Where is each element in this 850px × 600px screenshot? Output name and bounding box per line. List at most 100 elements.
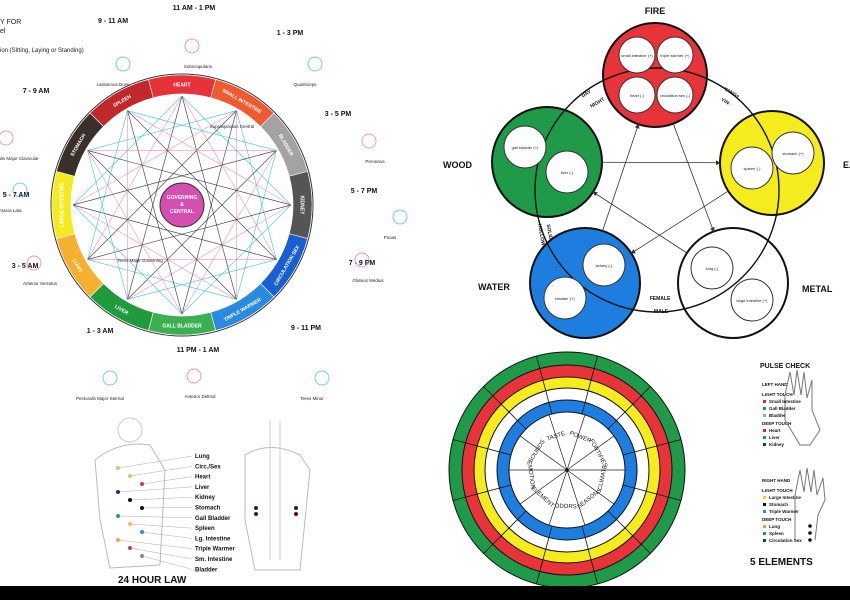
leader-line	[117, 455, 193, 469]
pulse-organ-label: Liver	[769, 435, 780, 440]
center-label: &	[180, 202, 184, 208]
ring-divider	[622, 484, 682, 501]
element-label: EARTH	[843, 160, 850, 170]
body-point-dot	[116, 490, 120, 494]
meridian-line	[87, 95, 183, 260]
meridian-line	[181, 95, 277, 260]
meridian-line	[127, 204, 292, 300]
body-point-label: Sm. Intestine	[195, 557, 233, 563]
meridian-line	[87, 150, 237, 300]
inner-muscle-label: Teres Major Governing	[117, 258, 163, 263]
pulse-organ-label: Lung	[769, 524, 780, 529]
category-label: EMOTION	[525, 461, 535, 490]
meridian-line	[181, 95, 237, 300]
body-point-label: Heart	[195, 475, 210, 481]
muscle-test-figure	[361, 133, 377, 149]
organ-label: stomach (+)	[782, 151, 804, 156]
left-hand-label: LEFT HAND	[762, 382, 788, 387]
generation-cycle-arc	[534, 67, 780, 313]
pulse-organ-label: Heart	[769, 428, 781, 433]
bottom-black-bar	[0, 586, 850, 600]
ring-divider	[581, 355, 598, 415]
pulse-color-key	[763, 436, 766, 439]
pulse-organ-label: Circulation Sex	[769, 538, 802, 543]
time-label: 1 - 3 AM	[87, 328, 114, 335]
body-point-dot	[140, 554, 144, 558]
organ-circle	[618, 36, 656, 74]
pulse-organ-label: Kidney	[769, 442, 785, 447]
arc-label: MALE	[654, 309, 669, 315]
organ-circle	[503, 125, 547, 169]
pulse-color-key	[763, 443, 766, 446]
sector-divider	[548, 414, 568, 471]
ring-divider	[536, 525, 553, 585]
left-hand-drawing	[784, 369, 821, 446]
meridian-line	[87, 110, 237, 260]
body-point-label: Circ./Sex	[195, 464, 221, 470]
organ-label: large intestine (+)	[736, 298, 768, 303]
pulse-organ-label: Triple Warmer	[769, 509, 799, 514]
meridian-line	[87, 150, 292, 206]
body-point-dot	[140, 482, 144, 486]
leader-line	[117, 539, 193, 549]
back-point-dot	[254, 506, 258, 510]
leader-line	[141, 507, 193, 509]
ring-divider	[452, 484, 512, 501]
pulse-organ-label: Large Intestine	[769, 495, 802, 500]
category-label: CLIMATE	[598, 465, 609, 491]
muscle-test-figure	[354, 252, 370, 268]
pulse-color-key	[763, 532, 766, 535]
muscle-test-figure	[0, 130, 14, 146]
time-label: 3 - 5 PM	[325, 111, 352, 118]
pulse-color-key	[763, 525, 766, 528]
deep-touch-label: DEEP TOUCH	[762, 421, 791, 426]
intro-line: Y FOR	[0, 19, 21, 26]
meridian-line	[87, 204, 292, 260]
organ-segment-label: GALL BLADDER	[162, 324, 202, 330]
time-label: 9 - 11 AM	[98, 18, 128, 25]
muscle-label: Psoas	[384, 235, 397, 240]
leader-line	[141, 531, 193, 539]
organ-label: bladder (+)	[555, 296, 575, 301]
body-point-label: Lg. Intestine	[195, 536, 231, 542]
ring-divider	[483, 386, 527, 430]
ring-divider	[581, 525, 598, 585]
element-circle	[602, 22, 708, 128]
meridian-line	[72, 204, 237, 300]
pulse-color-key	[763, 407, 766, 410]
body-point-label: Stomach	[195, 506, 221, 512]
body-point-label: Lung	[195, 454, 210, 460]
meridian-line	[72, 110, 237, 206]
pulse-color-key	[763, 496, 766, 499]
body-point-dot	[128, 546, 132, 550]
muscle-test-figure	[12, 182, 28, 198]
body-point-dot	[116, 538, 120, 542]
element-label: FIRE	[645, 6, 666, 16]
pulse-dot	[808, 524, 812, 528]
arc-label: SOLID	[545, 224, 554, 240]
organ-label: small intestine (+)	[621, 53, 653, 58]
ring-divider	[607, 386, 651, 430]
ring-divider	[622, 439, 682, 456]
five-elements-footer-title: 5 ELEMENTS	[750, 557, 813, 568]
governing-central-circle	[159, 182, 205, 228]
muscle-test-figure	[314, 370, 330, 386]
leader-line	[129, 523, 193, 529]
muscle-label: Subscapularis	[184, 64, 213, 69]
arc-label: DAY	[581, 89, 593, 100]
inner-muscle-label: Supraspinatus Central	[210, 124, 255, 129]
meridian-line	[72, 204, 277, 260]
organ-label: kidney (-)	[596, 263, 613, 268]
pulse-organ-label: Gall Bladder	[769, 406, 796, 411]
meridian-line	[181, 150, 277, 315]
muscle-label: Pectoralis Major Sternal	[76, 396, 124, 401]
organ-circle	[618, 76, 656, 114]
back-point-dot	[294, 512, 298, 516]
muscle-label: Anterior Serratus	[23, 281, 58, 286]
organ-circle	[771, 131, 815, 175]
meridian-line	[127, 110, 277, 151]
body-point-label: Liver	[195, 485, 210, 491]
organ-segment	[89, 79, 154, 127]
